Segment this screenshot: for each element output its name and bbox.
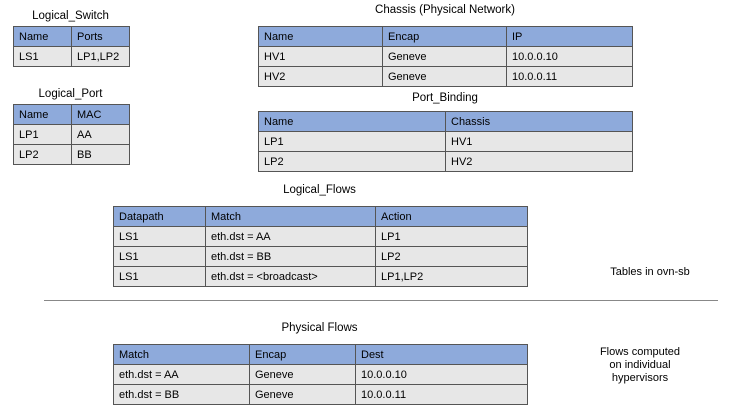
column-header: Name <box>13 104 72 125</box>
table-cell: AA <box>71 124 130 145</box>
table-cell: BB <box>71 144 130 165</box>
flows-computed-line-2: on individual <box>609 359 671 371</box>
table-cell: LP1,LP2 <box>71 46 130 67</box>
table-cell: eth.dst = BB <box>205 246 376 267</box>
logical-switch-title: Logical_Switch <box>32 10 109 22</box>
table-cell: LP1 <box>13 124 72 145</box>
table-cell: eth.dst = BB <box>113 384 250 405</box>
table-cell: 10.0.0.11 <box>506 66 633 87</box>
flows-computed-line-3: hypervisors <box>611 372 669 384</box>
table-cell: HV1 <box>445 131 633 152</box>
table-cell: eth.dst = <broadcast> <box>205 266 376 287</box>
column-header: Datapath <box>113 206 206 227</box>
table-cell: 10.0.0.11 <box>355 384 528 405</box>
port-binding-title: Port_Binding <box>412 92 478 104</box>
column-header: IP <box>506 26 633 47</box>
table-cell: LP2 <box>13 144 72 165</box>
table-cell: LP1 <box>375 226 528 247</box>
column-header: Name <box>258 26 383 47</box>
table-cell: 10.0.0.10 <box>355 364 528 385</box>
column-header: Dest <box>355 344 528 365</box>
logical-flows-title: Logical_Flows <box>283 184 356 196</box>
column-header: Chassis <box>445 111 633 132</box>
column-header: Match <box>205 206 376 227</box>
table-cell: Geneve <box>249 364 356 385</box>
column-header: MAC <box>71 104 130 125</box>
chassis-title: Chassis (Physical Network) <box>375 4 515 16</box>
table-cell: LS1 <box>113 226 206 247</box>
table-cell: eth.dst = AA <box>113 364 250 385</box>
table-cell: LS1 <box>113 266 206 287</box>
separator-line <box>44 300 718 301</box>
table-cell: HV2 <box>258 66 383 87</box>
table-cell: Geneve <box>249 384 356 405</box>
column-header: Encap <box>382 26 507 47</box>
table-cell: LP2 <box>375 246 528 267</box>
column-header: Action <box>375 206 528 227</box>
table-cell: 10.0.0.10 <box>506 46 633 67</box>
table-cell: HV1 <box>258 46 383 67</box>
column-header: Match <box>113 344 250 365</box>
table-cell: LP1 <box>258 131 446 152</box>
table-cell: eth.dst = AA <box>205 226 376 247</box>
column-header: Name <box>13 26 72 47</box>
column-header: Encap <box>249 344 356 365</box>
table-cell: LS1 <box>113 246 206 267</box>
flows-computed-note: Flows computed on individual hypervisors <box>580 346 700 385</box>
column-header: Name <box>258 111 446 132</box>
table-cell: HV2 <box>445 151 633 172</box>
table-cell: Geneve <box>382 46 507 67</box>
ovn-sb-note: Tables in ovn-sb <box>610 266 690 278</box>
flows-computed-line-1: Flows computed <box>599 346 681 358</box>
table-cell: LP1,LP2 <box>375 266 528 287</box>
table-cell: LP2 <box>258 151 446 172</box>
logical-port-title: Logical_Port <box>38 88 103 100</box>
table-cell: LS1 <box>13 46 72 67</box>
table-cell: Geneve <box>382 66 507 87</box>
physical-flows-title: Physical Flows <box>281 322 358 334</box>
column-header: Ports <box>71 26 130 47</box>
